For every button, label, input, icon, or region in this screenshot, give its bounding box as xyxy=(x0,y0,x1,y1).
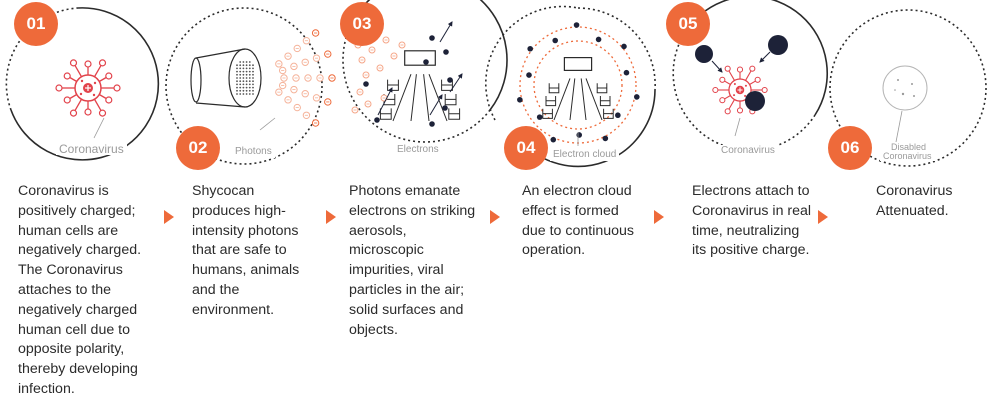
step-5-badge: 05 xyxy=(666,2,710,46)
step-6-badge: 06 xyxy=(828,126,872,170)
step-2-label: Photons xyxy=(232,146,275,158)
step-5-label: Coronavirus xyxy=(718,145,778,157)
step-arrow-icon xyxy=(654,210,664,224)
step-4-label: Electron cloud xyxy=(550,149,620,161)
step-6-label-line2: Coronavirus xyxy=(880,151,935,161)
step-6-label-line1: Disabled xyxy=(888,142,930,152)
step-1-ring xyxy=(5,7,160,161)
shycocan-device-icon xyxy=(190,48,262,108)
coronavirus-icon xyxy=(55,59,121,117)
step-3-description: Photons emanate electrons on striking ae… xyxy=(349,183,476,338)
step-3-ring xyxy=(342,0,508,143)
step-2-description: Shycocan produces high-intensity photons… xyxy=(192,183,300,318)
attaching-electrons xyxy=(695,35,788,111)
step-5-description: Electrons attach to Coronavirus in real … xyxy=(692,183,812,259)
label-leader xyxy=(93,117,105,139)
step-1-badge: 01 xyxy=(14,2,58,46)
photon-particles xyxy=(275,29,336,127)
step-arrow-icon xyxy=(326,210,336,224)
step-1-label: Coronavirus xyxy=(56,143,127,155)
step-5-ring xyxy=(672,0,829,152)
step-arrow-icon xyxy=(490,210,500,224)
step-arrow-icon xyxy=(164,210,174,224)
step-6-ring xyxy=(829,9,987,167)
electron-room-icon xyxy=(379,50,461,122)
step-3-label: Electrons xyxy=(394,144,442,156)
step-1-description: Coronavirus is positively charged; human… xyxy=(18,183,142,397)
step-2-ring xyxy=(165,7,323,165)
step-arrow-icon xyxy=(818,210,828,224)
step-2-badge: 02 xyxy=(176,126,220,170)
step-4-description: An electron cloud effect is formed due t… xyxy=(522,183,635,259)
step-3-badge: 03 xyxy=(340,2,384,46)
electron-cloud-room-icon xyxy=(517,22,640,144)
virus-electrons-icon xyxy=(712,65,768,115)
disabled-virus-icon xyxy=(882,65,928,111)
step-4-badge: 04 xyxy=(504,126,548,170)
step-6-description: Coronavirus Attenuated. xyxy=(876,183,953,219)
